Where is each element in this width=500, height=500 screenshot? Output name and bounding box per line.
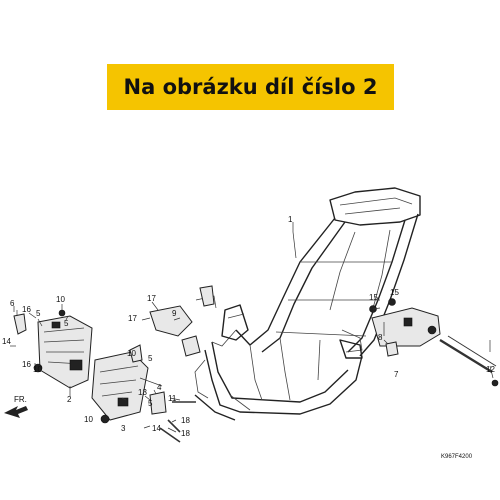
callout-6: 6	[10, 299, 15, 308]
callout-16a: 16	[22, 305, 31, 314]
part-number-banner: Na obrázku díl číslo 2	[107, 64, 394, 110]
callout-16b: 16	[22, 360, 31, 369]
bolt-18	[167, 419, 181, 433]
callout-10d: 10	[84, 415, 93, 424]
grommet-15-b	[388, 298, 396, 306]
callout-17b: 17	[128, 314, 137, 323]
banner-text: Na obrázku díl číslo 2	[123, 75, 378, 99]
callout-13: 13	[138, 388, 147, 397]
callout-11: 11	[168, 394, 177, 403]
callout-17a: 17	[147, 294, 156, 303]
grommet-10	[33, 363, 43, 373]
callout-5d: 5	[148, 399, 153, 408]
callout-7: 7	[394, 370, 399, 379]
callout-10a: 10	[56, 295, 65, 304]
direction-label: FR.	[14, 395, 27, 404]
callout-numbers: 1 2 3 4 5 5 5 5 6 7 8 9 10 10 10 10 11 1…	[2, 215, 495, 438]
clip-13	[129, 344, 143, 363]
diagram-code: K967F4200	[441, 454, 473, 460]
callout-5b: 5	[36, 309, 41, 318]
right-bracket-7	[371, 307, 441, 347]
callout-14a: 14	[2, 337, 11, 346]
callout-10c: 10	[127, 349, 136, 358]
callout-18b: 18	[181, 429, 190, 438]
callout-14b: 14	[152, 424, 161, 433]
main-frame	[194, 187, 421, 421]
upper-bracket-9	[149, 285, 217, 357]
front-direction-arrow: FR.	[4, 395, 28, 418]
left-bracket-6	[13, 310, 27, 335]
callout-5c: 5	[148, 354, 153, 363]
callout-4: 4	[157, 383, 162, 392]
callout-1: 1	[288, 215, 293, 224]
grommet-10-top	[58, 309, 66, 317]
grommet-10-b	[100, 414, 110, 424]
long-bolt-12	[439, 335, 499, 387]
leader-lines	[10, 222, 494, 433]
callout-9: 9	[172, 309, 177, 318]
callout-3: 3	[121, 424, 126, 433]
callout-10b: 10	[33, 365, 42, 374]
bolt-18-b	[159, 427, 181, 443]
callout-2: 2	[67, 395, 72, 404]
middle-cover-assembly	[91, 351, 149, 421]
callout-15b: 15	[390, 288, 399, 297]
clip-8	[385, 341, 399, 357]
callout-8: 8	[378, 333, 383, 342]
small-bracket-4	[139, 377, 167, 415]
callout-15a: 15	[369, 293, 378, 302]
callout-18a: 18	[181, 416, 190, 425]
callout-12: 12	[486, 365, 495, 374]
callout-5a: 5	[64, 319, 69, 328]
